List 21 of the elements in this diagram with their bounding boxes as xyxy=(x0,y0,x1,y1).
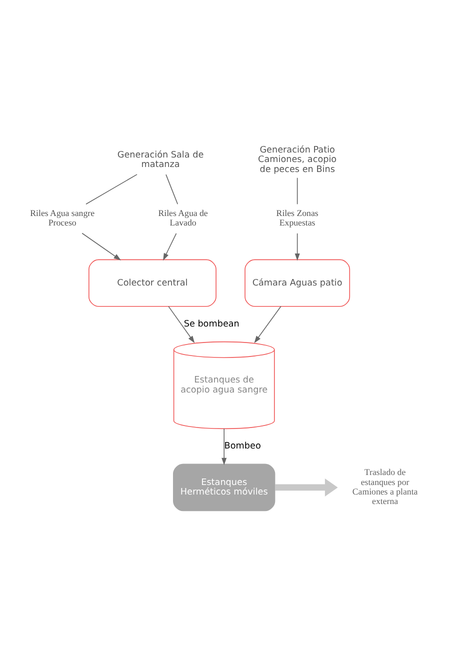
arrow xyxy=(254,306,282,343)
arrow xyxy=(294,232,300,260)
node-text: Riles Agua de Lavado xyxy=(158,208,208,228)
arrow xyxy=(163,232,177,260)
node-text: Traslado de estanques por Camiones a planta externa xyxy=(352,466,418,506)
node-box: Estanques Herméticos móviles xyxy=(173,463,276,511)
connector xyxy=(296,176,298,204)
edge-label: Se bombean xyxy=(184,318,240,329)
node-text: Generación Patio Camiones, acopio de peces en Bins xyxy=(258,145,337,174)
node-text: Riles Agua sangre Proceso xyxy=(30,208,95,228)
node-text: Generación Sala de matanza xyxy=(117,150,204,170)
node-box: Colector central xyxy=(88,258,216,306)
node-box: Cámara Aguas patio xyxy=(244,258,350,306)
connector xyxy=(86,174,138,204)
connector xyxy=(166,174,178,204)
arrow xyxy=(222,428,227,465)
arrow xyxy=(168,306,195,343)
arrow xyxy=(82,232,121,260)
node-text: Riles Zonas Expuestas xyxy=(276,208,318,228)
edge-label: Bombeo xyxy=(224,441,261,452)
arrow xyxy=(275,478,338,496)
